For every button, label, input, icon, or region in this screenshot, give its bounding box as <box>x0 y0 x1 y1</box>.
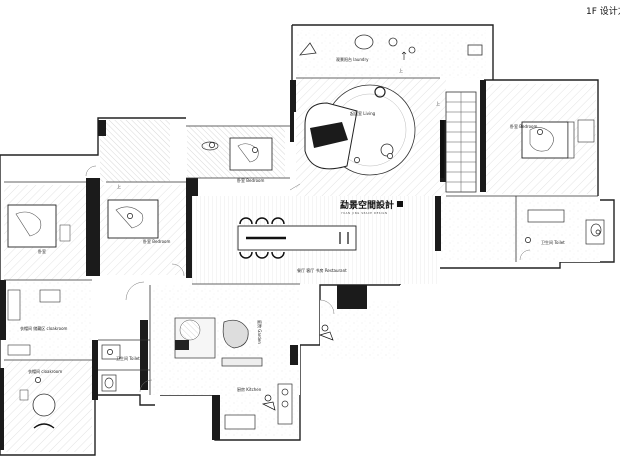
brand-mark: 勐景空間設計 YUAN JING SPACE DESIGN <box>340 199 403 215</box>
terrace-furniture <box>299 34 483 56</box>
label-bedroom-2: 卧室 Bedroom <box>143 238 170 244</box>
label-dining: 餐厅 客厅 书房 Restaurant <box>297 267 347 273</box>
up-marker-bedroom: 上 <box>117 183 121 189</box>
page-title: 1F 设计方 <box>586 5 620 17</box>
stair-up-markers: 上 上 上 <box>117 51 440 189</box>
west-bed <box>7 204 71 248</box>
master-bed <box>521 119 595 159</box>
room-labels: 观景阳台 laundry 起居室 Living 卧室 Bedroom 卧室 Be… <box>20 56 565 392</box>
bedroom-3-bed <box>201 137 273 171</box>
people-figures <box>35 129 601 411</box>
brand-name: 勐景空間設計 <box>340 199 394 211</box>
kitchen-fixtures <box>221 357 293 430</box>
label-terrace: 观景阳台 laundry <box>336 56 369 62</box>
up-marker-stairs: 上 <box>436 100 440 106</box>
label-garden: 庭院 Garden <box>257 320 263 344</box>
cloak-2-chair <box>19 389 56 429</box>
cloakroom-fixtures <box>7 289 61 356</box>
dining-table <box>237 217 357 259</box>
label-living: 起居室 Living <box>350 110 376 116</box>
garden-plot <box>174 317 249 359</box>
label-master-bedroom: 卧室 Bedroom <box>510 123 537 129</box>
bedroom-2-bed <box>107 199 159 239</box>
brand-subtitle: YUAN JING SPACE DESIGN <box>341 211 388 215</box>
up-marker-terrace: 上 <box>399 67 403 73</box>
label-bath-center: 卫生间 Toilet <box>116 355 140 361</box>
staircase <box>446 92 476 192</box>
east-bath-fixtures <box>527 209 605 245</box>
label-kitchen: 厨房 Kitchen <box>237 386 262 392</box>
label-cloak-2: 衣帽间 cloakroom <box>28 368 62 374</box>
label-cloakroom: 衣帽间 储藏区 cloakroom <box>20 325 68 331</box>
tv-wall <box>440 120 444 178</box>
door-swings <box>85 165 531 393</box>
label-bedroom-3: 卧室 Bedroom <box>237 177 264 183</box>
label-bedroom-west: 卧室 <box>38 248 46 254</box>
label-bath-east: 卫生间 Toilet <box>541 239 565 245</box>
living-round-rug <box>304 84 416 176</box>
